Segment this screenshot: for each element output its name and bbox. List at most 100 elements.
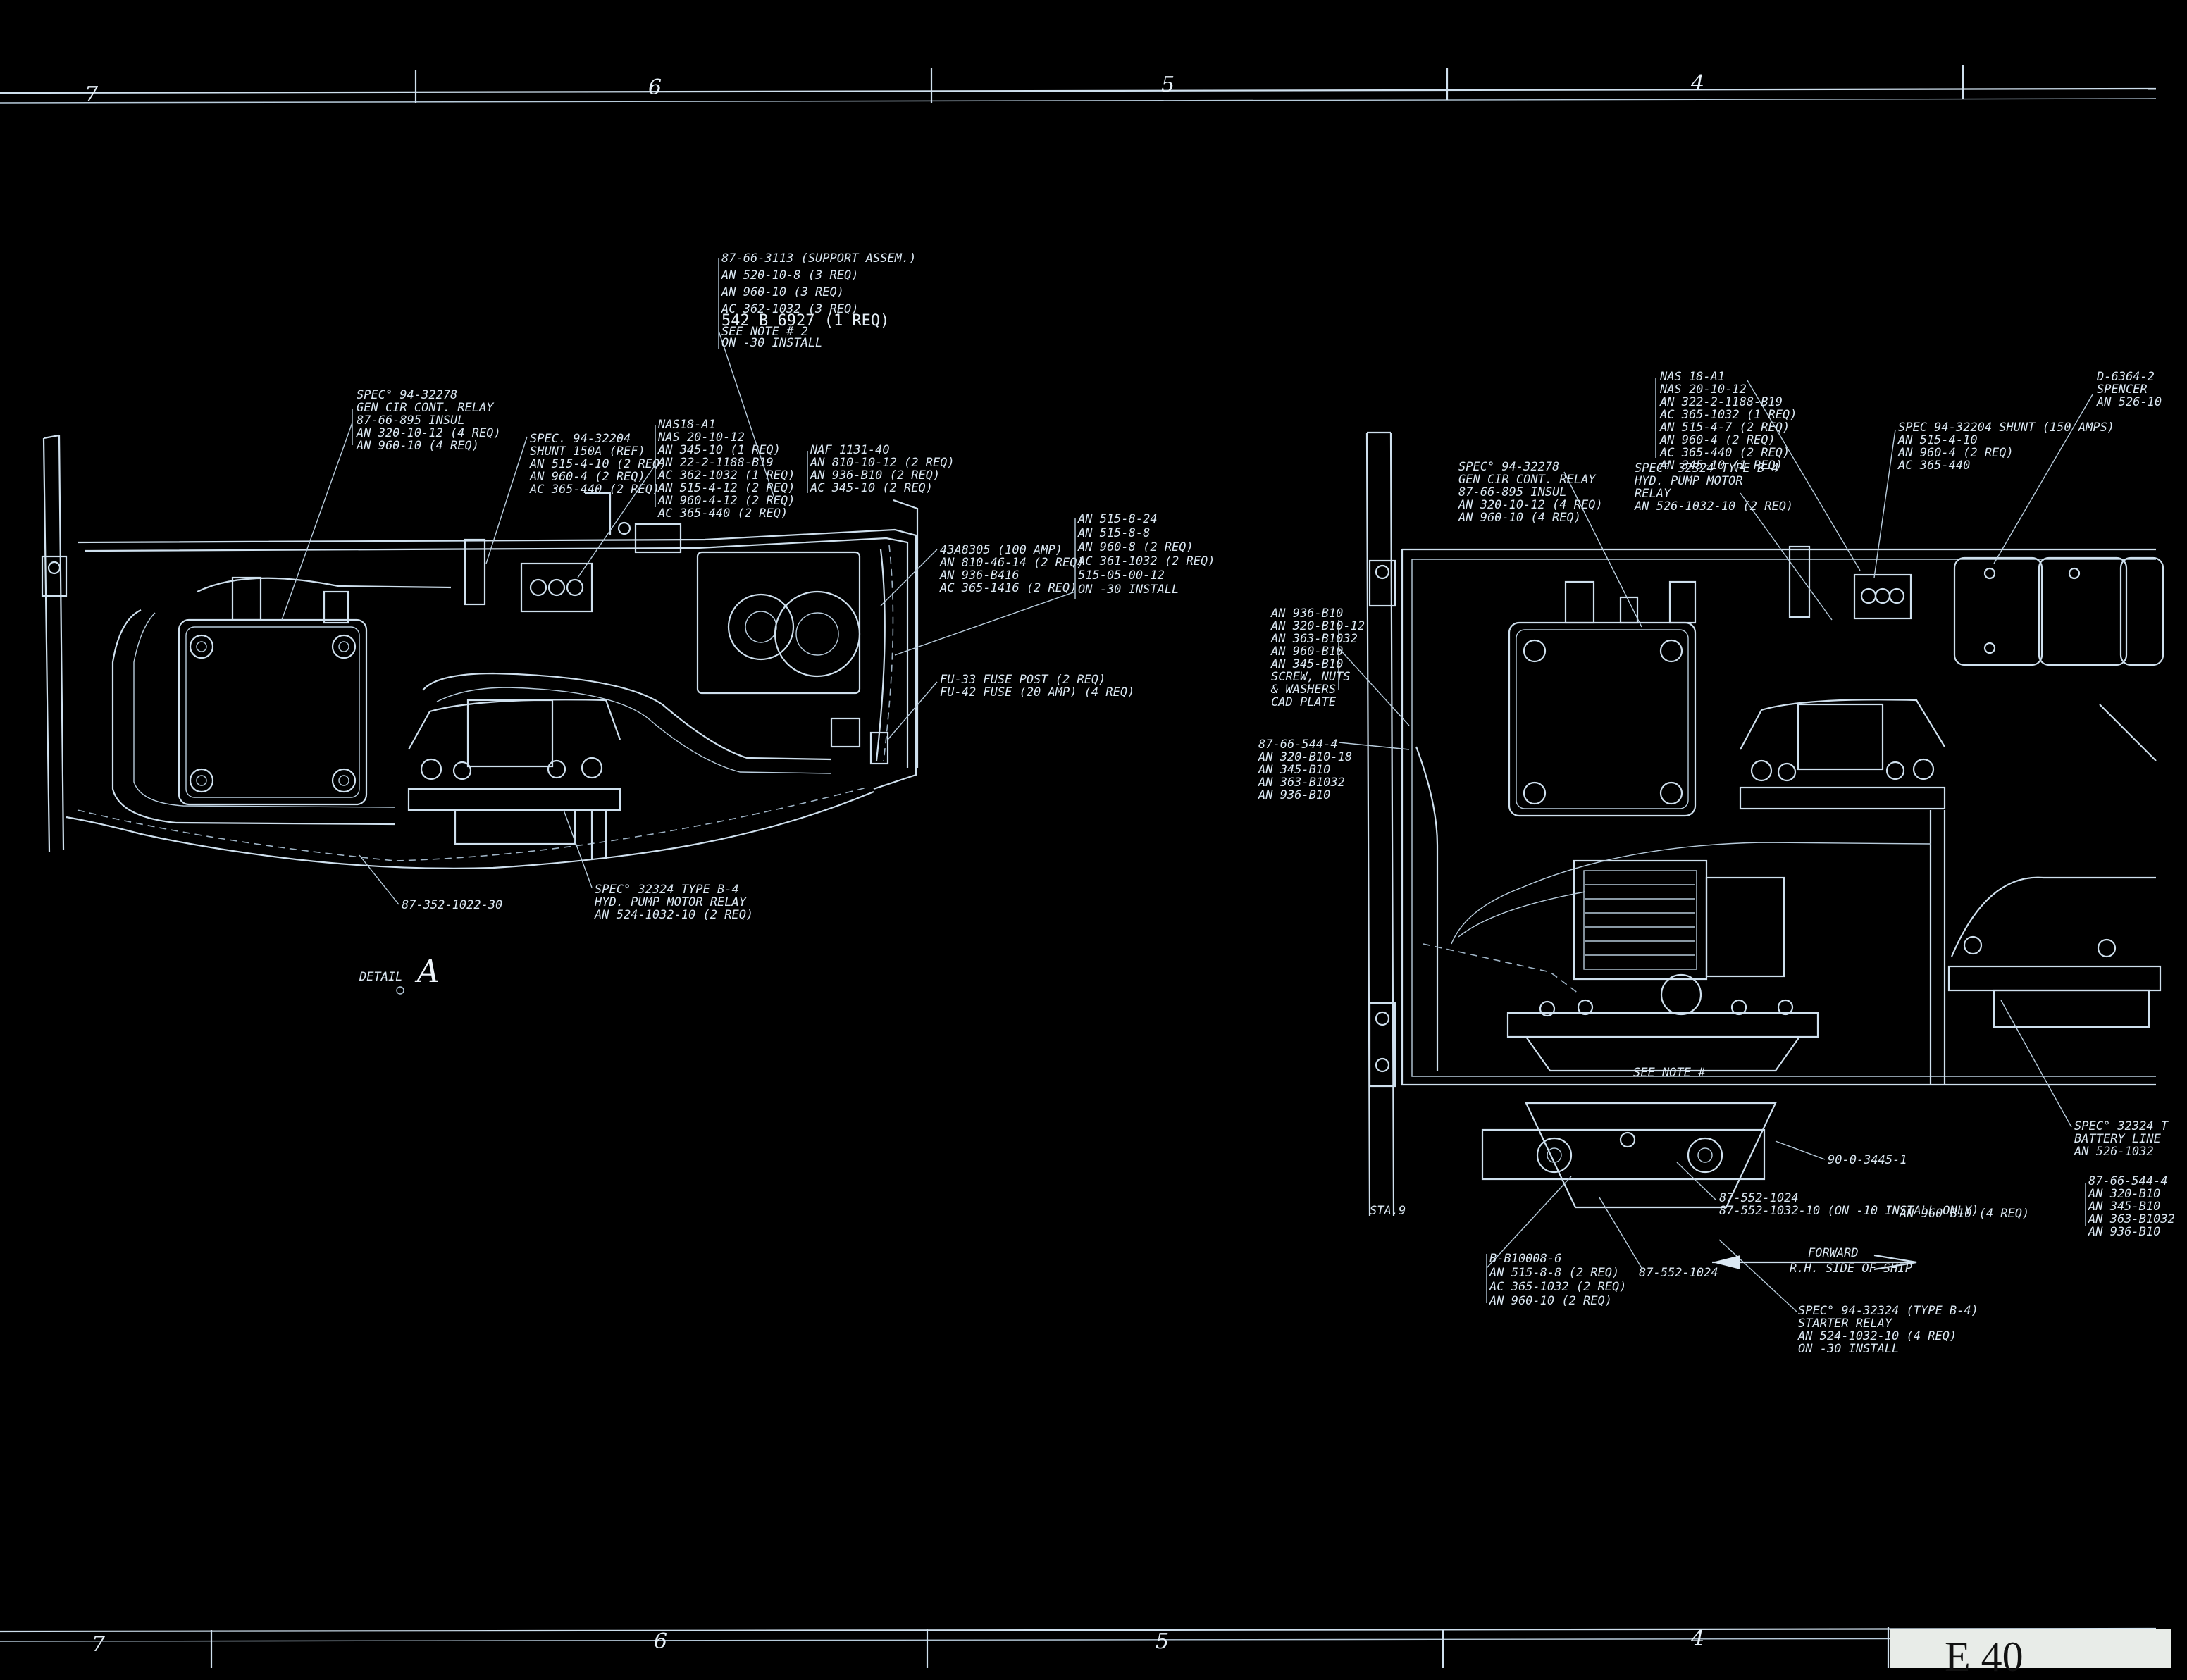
callout-line: AN 936-B10	[2088, 1225, 2160, 1239]
callout-line: SPEC° 94-32278	[1458, 460, 1559, 474]
callout-battery-line: SPEC° 32324 T BATTERY LINE AN 526-1032	[2000, 1000, 2169, 1159]
callout-line: AN 320-10-12 (4 REQ)	[356, 426, 501, 440]
callout-nas18: NAS18-A1 NAS 20-10-12 AN 345-10 (1 REQ) …	[577, 418, 795, 578]
callout-87-552-lower: 87-552-1024	[1599, 1197, 1718, 1280]
callout-line: 515-05-00-12	[1078, 568, 1165, 583]
sheet-stamp-text: E 40	[1945, 1634, 2024, 1680]
callout-line: AN 320-10-12 (4 REQ)	[1458, 498, 1603, 512]
callout-line: HYD. PUMP MOTOR	[1634, 474, 1743, 488]
callout-line: NAS18-A1	[657, 418, 716, 432]
callout-line: 87-66-895 INSUL	[1458, 485, 1567, 499]
detail-letter: A	[414, 954, 440, 990]
callout-gen-cir-relay-right: SPEC° 94-32278 GEN CIR CONT. RELAY 87-66…	[1458, 460, 1642, 628]
callout-shunt-right: SPEC 94-32204 SHUNT (150 AMPS) AN 515-4-…	[1873, 421, 2114, 578]
callout-line: SPEC° 32324 T	[2074, 1119, 2169, 1133]
callout-shunt: SPEC. 94-32204 SHUNT 150A (REF) AN 515-4…	[485, 432, 667, 564]
callout-line: AN 345-B10	[1270, 657, 1343, 671]
callout-starter-relay: SPEC° 94-32324 (TYPE B-4) STARTER RELAY …	[1718, 1239, 1978, 1356]
callout-line: AN 960-B10 (4 REQ)	[1899, 1207, 2029, 1221]
callout-line: AN 810-46-14 (2 REQ)	[939, 556, 1084, 570]
callout-line: SCREW, NUTS	[1271, 670, 1351, 684]
callout-line: AN 810-10-12 (2 REQ)	[810, 456, 955, 470]
station-label: STA.9	[1370, 1204, 1406, 1218]
callout-line: SEE NOTE #	[1633, 1066, 1706, 1080]
callout-line: AN 320-B10	[2088, 1187, 2160, 1201]
callout-line: BATTERY LINE	[2074, 1132, 2162, 1146]
callout-87-552-right: 87-552-1024 87-552-1032-10 (ON -10 INSTA…	[1676, 1162, 2029, 1221]
callout-line: 87-66-544-4	[1258, 738, 1338, 752]
callout-line: AC 345-10 (2 REQ)	[810, 481, 933, 495]
callout-90-0-3445: 90-0-3445-1	[1775, 1140, 1907, 1167]
forward-label: FORWARD	[1808, 1246, 1859, 1260]
callout-line: NAF 1131-40	[810, 443, 890, 457]
callout-line: AN 936-B10	[1270, 606, 1343, 621]
callout-line: AN 520-10-8 (3 REQ)	[721, 268, 858, 282]
callout-line: AC 365-440 (2 REQ)	[529, 483, 659, 497]
callout-line: B-B10008-6	[1489, 1252, 1561, 1266]
callout-line: AC 362-1032 (1 REQ)	[657, 468, 795, 483]
callout-line: AN 345-10 (1 REQ)	[1659, 459, 1783, 473]
callout-line: AN 526-1032-10 (2 REQ)	[1634, 499, 1793, 514]
callout-spencer: D-6364-2 SPENCER AN 526-10	[1993, 370, 2162, 564]
callout-gen-cir-relay: SPEC° 94-32278 GEN CIR CONT. RELAY 87-66…	[281, 388, 501, 621]
callout-naf1131: NAF 1131-40 AN 810-10-12 (2 REQ) AN 936-…	[807, 443, 955, 495]
callout-line: AN 322-2-1188-B19	[1659, 395, 1783, 409]
callout-line: AN 515-4-12 (2 REQ)	[657, 481, 795, 495]
callout-line: AN 345-10 (1 REQ)	[657, 443, 781, 457]
zone-marker-bottom-4: 4	[1690, 1626, 1704, 1651]
callout-line: 87-552-1024	[1639, 1266, 1718, 1280]
callout-line: AN 960-10 (4 REQ)	[356, 439, 479, 453]
callout-line: 542 B 6927 (1 REQ)	[721, 312, 889, 330]
top-border: 7 6 5 4	[0, 65, 2157, 107]
callout-line: FU-42 FUSE (20 AMP) (4 REQ)	[940, 685, 1134, 699]
callout-line: AN 526-1032	[2074, 1145, 2154, 1159]
callout-line: AN 515-8-24	[1077, 512, 1158, 526]
callout-line: SHUNT 150A (REF)	[530, 444, 645, 459]
callout-see-note: SEE NOTE #	[1633, 1066, 1706, 1080]
callout-line: SPEC° 32324 TYPE B-4	[595, 883, 739, 897]
callout-line: AN 960-10 (4 REQ)	[1458, 511, 1581, 525]
zone-marker-top-7: 7	[85, 82, 99, 107]
callout-fuse-post: FU-33 FUSE POST (2 REQ) FU-42 FUSE (20 A…	[887, 673, 1134, 740]
sheet-stamp	[1890, 1629, 2171, 1668]
callout-line: NAS 20-10-12	[1659, 382, 1747, 397]
zone-marker-top-6: 6	[648, 75, 662, 100]
callout-line: AN 363-B1032	[1270, 632, 1358, 646]
callout-line: & WASHERS	[1270, 683, 1336, 697]
callout-line: SPENCER	[2097, 382, 2148, 397]
callout-line: SPEC 94-32204 SHUNT (150 AMPS)	[1898, 421, 2114, 435]
callout-line: SPEC° 94-32324 (TYPE B-4)	[1798, 1304, 1978, 1318]
callout-line: AN 960-4-12 (2 REQ)	[657, 494, 795, 508]
zone-marker-bottom-5: 5	[1156, 1629, 1169, 1654]
right-callouts: NAS 18-A1 NAS 20-10-12 AN 322-2-1188-B19…	[1258, 370, 2175, 1356]
callout-line: AN 960-4 (2 REQ)	[1659, 433, 1776, 447]
forward-arrow: FORWARD R.H. SIDE OF SHIP	[1712, 1246, 1917, 1276]
callout-line: SPEC° 32324 TYPE B-4	[1635, 461, 1779, 475]
callout-line: CAD PLATE	[1271, 695, 1337, 709]
callout-line: 87-552-1024	[1719, 1191, 1799, 1205]
callout-line: 87-66-544-4	[2088, 1174, 2168, 1188]
callout-line: ON -30 INSTALL	[721, 336, 822, 350]
callout-line: 87-352-1022-30	[402, 898, 502, 912]
callout-line: AC 365-1032 (1 REQ)	[1659, 408, 1797, 422]
callout-line: AC 361-1032 (2 REQ)	[1077, 554, 1215, 568]
callout-b10008: B-B10008-6 AN 515-8-8 (2 REQ) AC 365-103…	[1486, 1176, 1626, 1308]
zone-marker-top-4: 4	[1690, 71, 1704, 96]
detail-a-assembly	[41, 434, 919, 869]
callout-line: AC 362-1032 (3 REQ)	[721, 302, 858, 316]
callout-line: D-6364-2	[2096, 370, 2155, 384]
callout-87-352: 87-352-1022-30	[359, 854, 502, 912]
zone-marker-bottom-7: 7	[92, 1632, 106, 1657]
callout-nas18-right: NAS 18-A1 NAS 20-10-12 AN 322-2-1188-B19…	[1655, 370, 1861, 571]
callout-line: AN 936-B416	[939, 568, 1020, 583]
callout-line: HYD. PUMP MOTOR RELAY	[594, 895, 748, 909]
callout-hyd-pump-motor-right: SPEC° 32324 TYPE B-4 HYD. PUMP MOTOR REL…	[1634, 461, 1833, 621]
callout-line: AN 936-B10 (2 REQ)	[810, 468, 940, 483]
callout-line: ON -30 INSTALL	[1798, 1342, 1899, 1356]
callout-line: AN 960-4 (2 REQ)	[1897, 446, 2014, 460]
callout-87-66-544-right: 87-66-544-4 AN 320-B10 AN 345-B10 AN 363…	[2085, 1174, 2175, 1239]
callout-line: ON -30 INSTALL	[1078, 583, 1179, 597]
callout-line: AN 515-8-8 (2 REQ)	[1489, 1266, 1619, 1280]
callout-line: AN 345-B10	[1258, 763, 1330, 777]
forward-sub: R.H. SIDE OF SHIP	[1790, 1262, 1912, 1276]
